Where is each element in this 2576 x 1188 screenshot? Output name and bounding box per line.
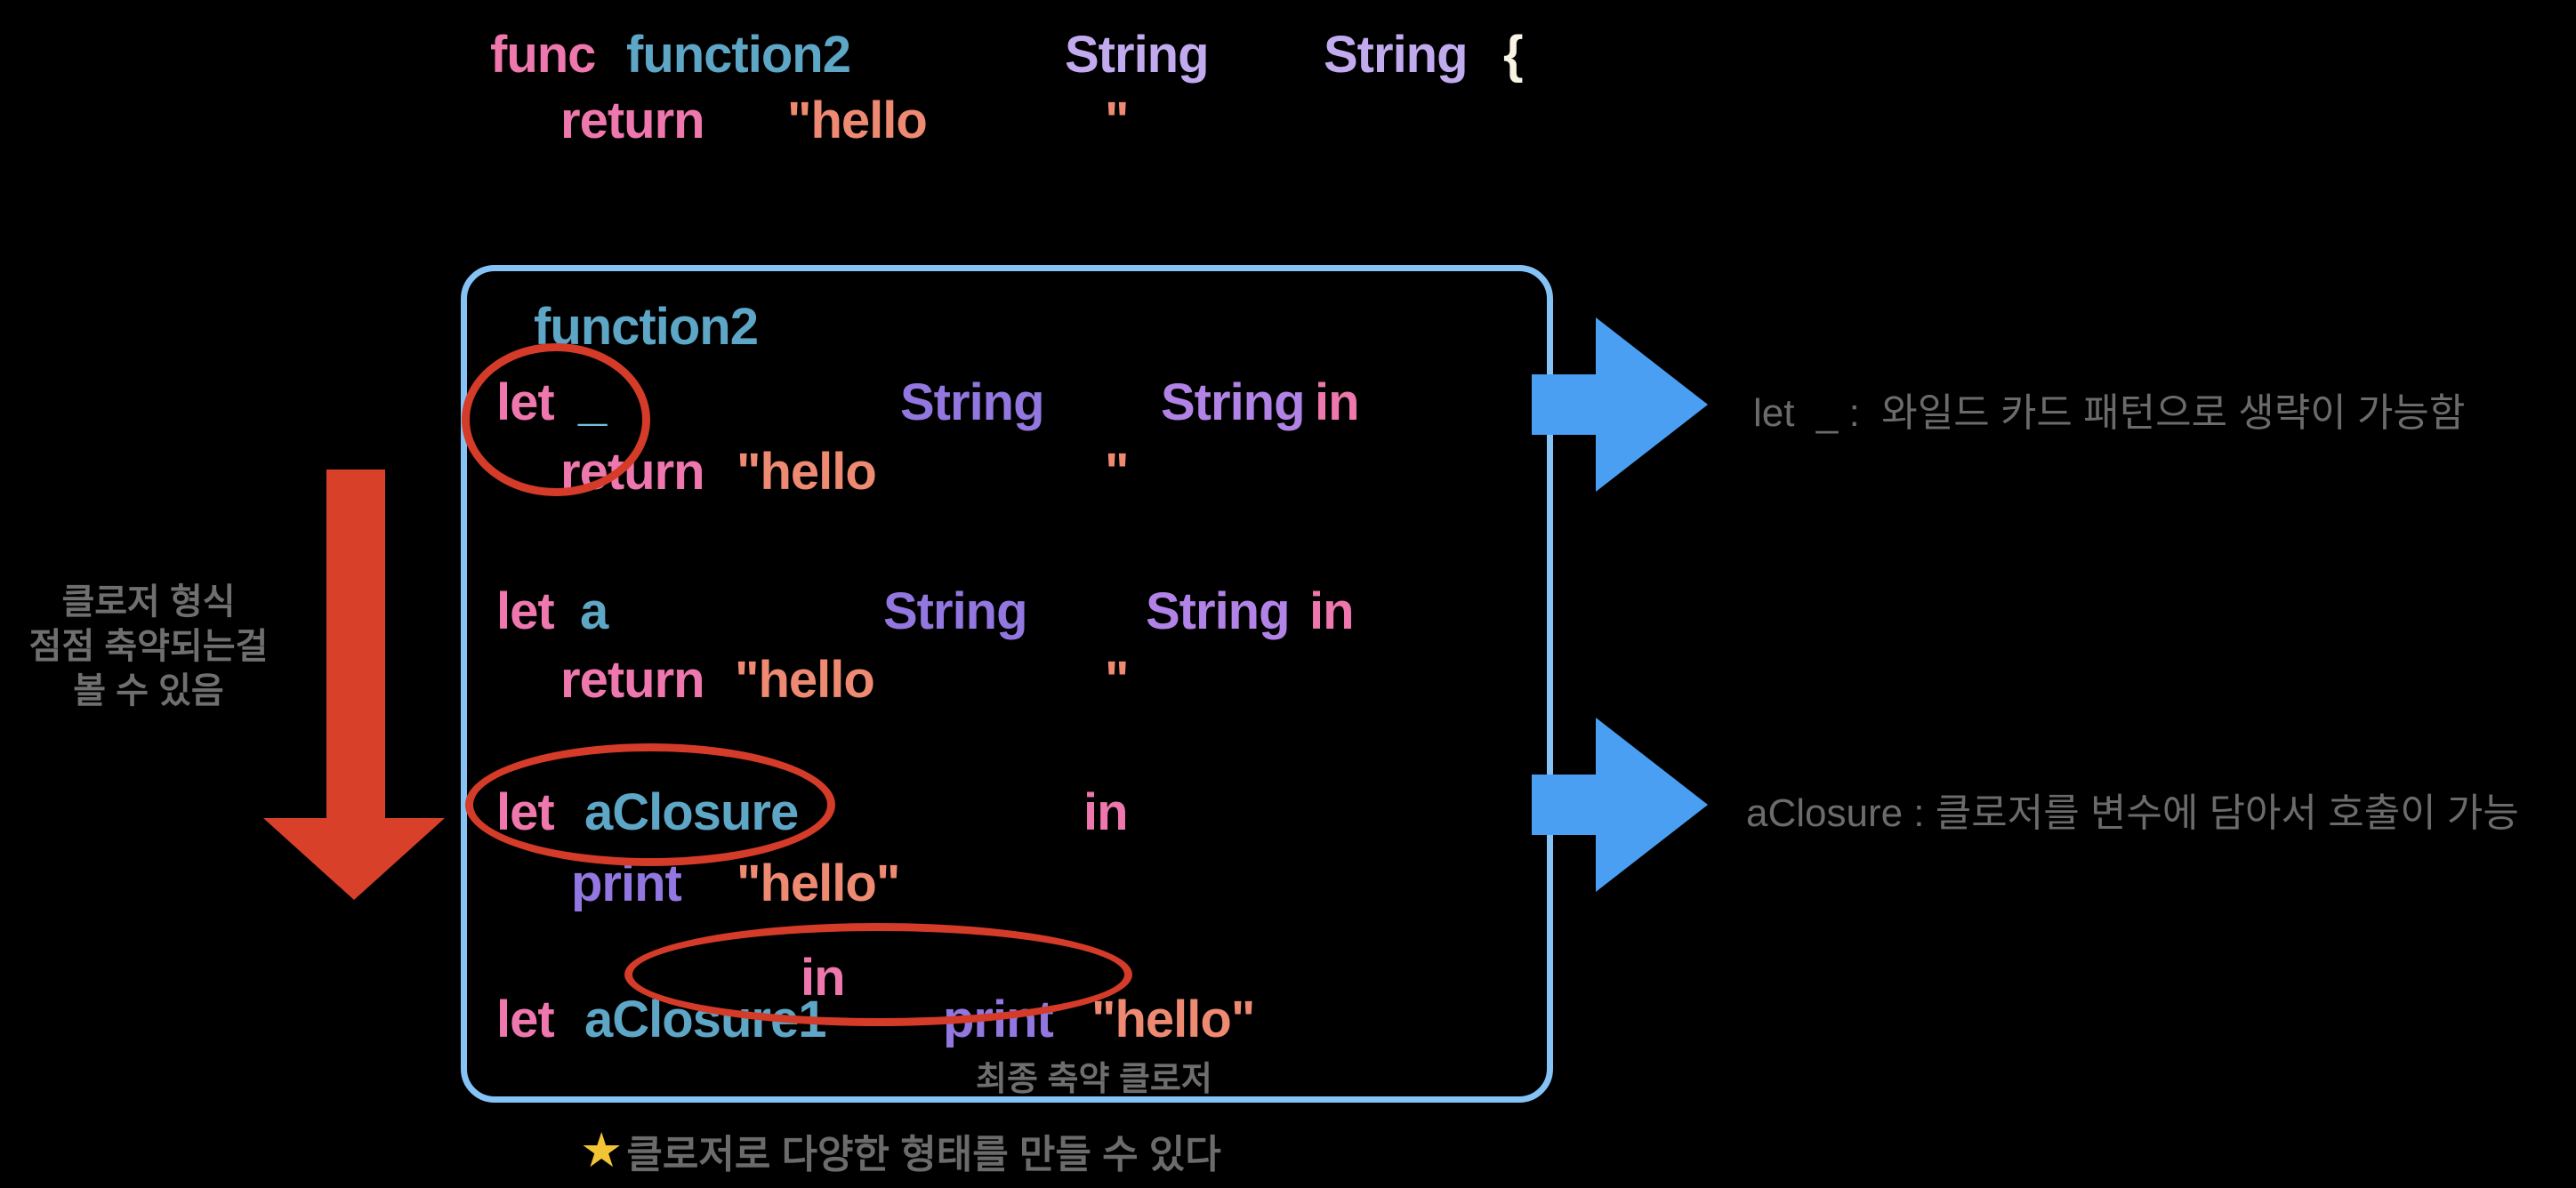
- code-token: function2: [626, 26, 851, 84]
- code-token: String: [1146, 582, 1291, 640]
- highlight-ellipse-in: [624, 923, 1132, 1026]
- note-line: 클로저 형식: [61, 582, 236, 622]
- code-token: "hello: [737, 443, 877, 501]
- code-token: String: [1065, 26, 1210, 84]
- note-line: 점점 축약되는걸: [28, 627, 269, 666]
- code-token: in: [1083, 783, 1129, 841]
- down-arrow-icon: [263, 470, 445, 900]
- code-token: "hello: [735, 651, 875, 709]
- code-token: let: [496, 991, 555, 1048]
- code-token: {: [1503, 26, 1524, 84]
- code-token: ": [1105, 92, 1129, 149]
- code-token: "hello: [787, 92, 928, 149]
- bottom-note: ★ 클로저로 다양한 형태를 만들 수 있다: [580, 1122, 1221, 1179]
- code-token: "hello": [737, 855, 900, 912]
- code-token: func: [490, 26, 596, 84]
- note-line: 볼 수 있음: [73, 671, 224, 710]
- code-token: String: [900, 373, 1045, 431]
- aclosure-variable-note: aClosure : 클로저를 변수에 담아서 호출이 가능: [1746, 791, 2519, 835]
- final-closure-caption: 최종 축약 클로저: [976, 1061, 1212, 1098]
- right-arrow-icon-1: [1532, 317, 1708, 492]
- code-token: ": [1105, 443, 1129, 501]
- closure-examples-box: [461, 265, 1553, 1103]
- code-token: return: [560, 92, 705, 149]
- right-arrow-icon-2: [1532, 718, 1708, 892]
- code-token: ": [1105, 651, 1129, 709]
- code-token: in: [1315, 373, 1360, 431]
- bottom-note-text: 클로저로 다양한 형태를 만들 수 있다: [626, 1133, 1221, 1176]
- code-token: "hello": [1091, 991, 1255, 1048]
- highlight-ellipse-let-underscore: [462, 343, 650, 496]
- code-token: a: [580, 582, 608, 640]
- highlight-ellipse-let-aclosure: [465, 743, 835, 866]
- code-token: return: [560, 651, 705, 709]
- code-token: String: [883, 582, 1028, 640]
- star-icon: ★: [580, 1124, 624, 1177]
- wildcard-pattern-note: let _ : 와일드 카드 패턴으로 생략이 가능함: [1753, 391, 2466, 435]
- code-token: let: [496, 582, 555, 640]
- code-token: String: [1324, 26, 1469, 84]
- code-token: in: [1309, 582, 1355, 640]
- code-token: String: [1161, 373, 1306, 431]
